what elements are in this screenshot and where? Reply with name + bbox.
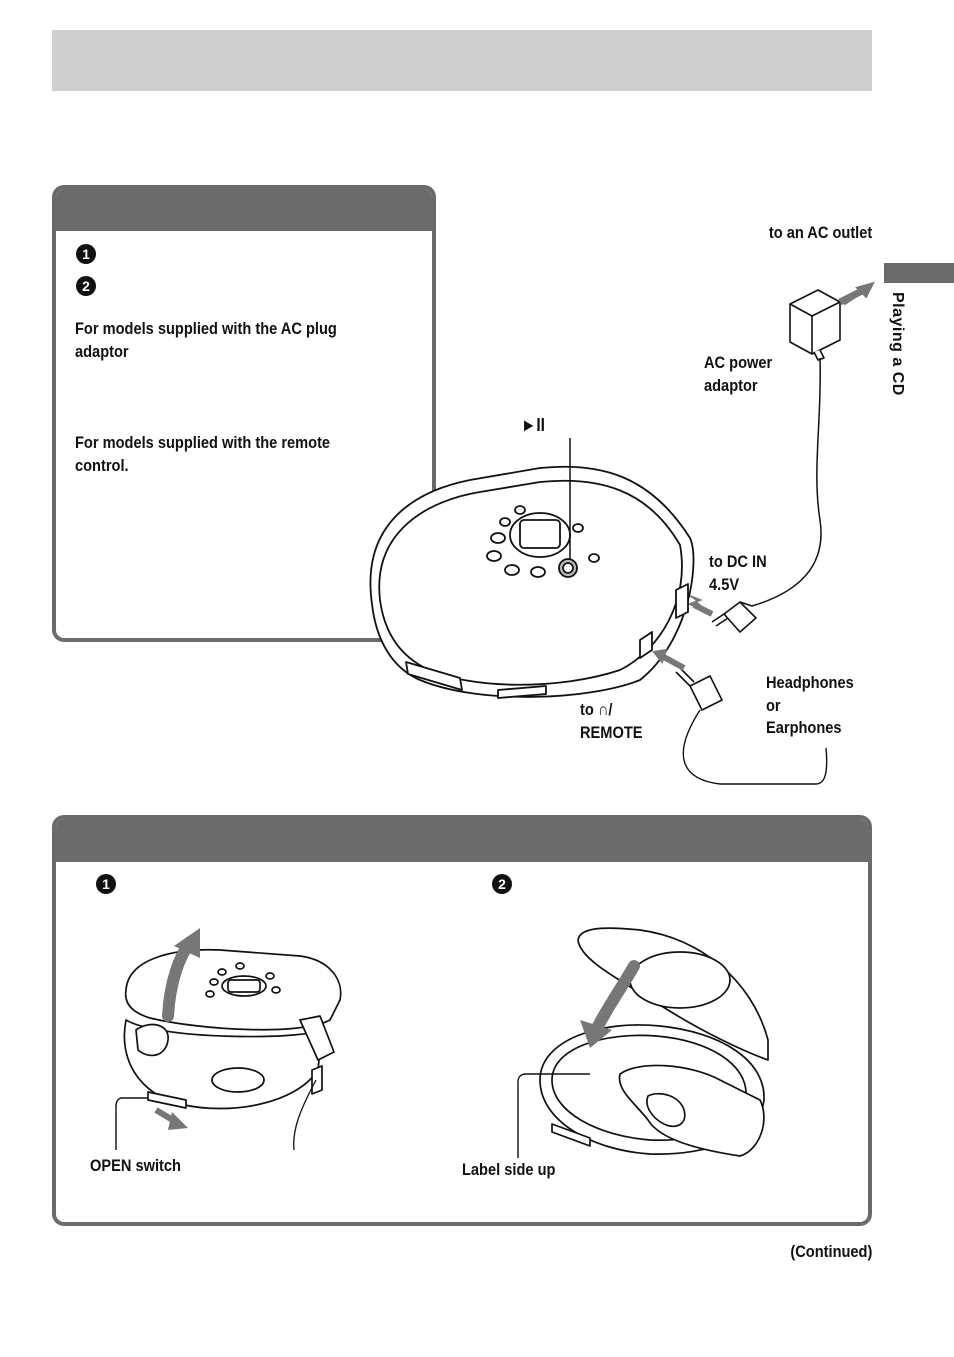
- ac-adaptor-label-line1: AC power: [704, 353, 773, 372]
- insert-step-number-1: 1: [96, 874, 116, 894]
- headphones-label-line2: or: [766, 696, 781, 715]
- label-side-up-label: Label side up: [462, 1160, 556, 1179]
- cd-player-connection-illustration: [369, 281, 875, 785]
- remote-jack-label-line2: REMOTE: [580, 723, 643, 742]
- step-number-2: 2: [76, 276, 96, 296]
- section-tab-label: Playing a CD: [889, 292, 906, 396]
- connection-panel-header: [56, 189, 432, 231]
- dc-in-label-line1: to DC IN: [709, 552, 767, 571]
- ac-outlet-label: to an AC outlet: [768, 223, 872, 242]
- dc-in-label-line2: 4.5V: [709, 575, 740, 594]
- insert-cd-panel-header: [56, 819, 868, 862]
- note-ac-plug-line2: adaptor: [75, 342, 129, 361]
- note-remote-line2: control.: [75, 456, 129, 475]
- page-header-band: [52, 30, 872, 91]
- section-tab: [884, 263, 954, 283]
- open-lid-illustration: [115, 927, 769, 1158]
- insert-step-number-2: 2: [492, 874, 512, 894]
- note-ac-plug-line1: For models supplied with the AC plug: [75, 319, 337, 338]
- note-remote-line1: For models supplied with the remote: [75, 433, 331, 452]
- remote-jack-label-line1: to ∩/: [580, 700, 613, 719]
- headphones-label-line1: Headphones: [766, 673, 854, 692]
- play-pause-symbol: ►II: [521, 415, 545, 435]
- headphones-label-line3: Earphones: [766, 718, 842, 737]
- ac-adaptor-label-line2: adaptor: [704, 376, 758, 395]
- continued-note: (Continued): [789, 1242, 872, 1261]
- open-switch-label: OPEN switch: [90, 1156, 181, 1175]
- step-number-1: 1: [76, 244, 96, 264]
